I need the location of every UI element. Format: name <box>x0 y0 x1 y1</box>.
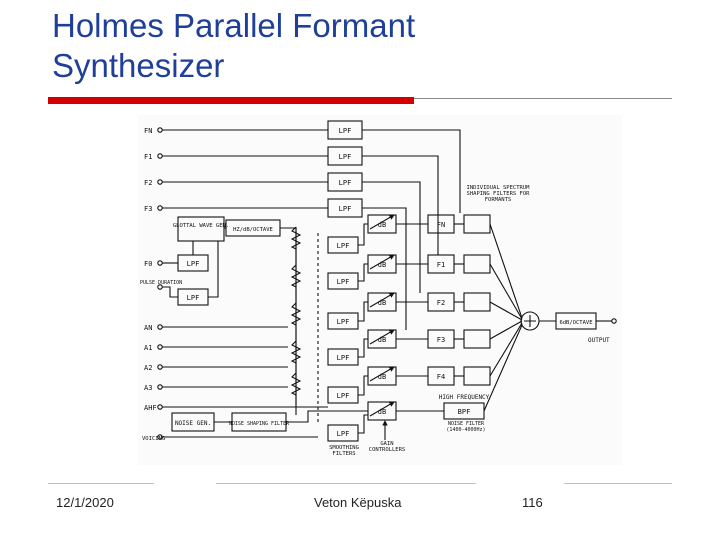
label-input-a2: A2 <box>144 364 152 372</box>
shaping-filter-f3 <box>463 329 491 349</box>
label-input-a1: A1 <box>144 344 152 352</box>
lpf-label: LPF <box>339 127 352 135</box>
shaping-filter-f1 <box>463 254 491 274</box>
input-terminal-f3 <box>157 205 163 211</box>
glottal-label: GLOTTAL WAVE GEN. <box>173 223 229 229</box>
label-input-pulse: PULSE DURATION <box>140 280 182 286</box>
db-label: dB <box>378 408 386 416</box>
title-underline-rule <box>414 98 672 99</box>
block-diagram-svg: FN F1 F2 F3 F0 PULSE DURATION AN A1 A2 A… <box>140 120 617 457</box>
lpf-label: LPF <box>337 318 350 326</box>
title-line-1: Holmes Parallel Formant <box>52 7 416 44</box>
db-label: dB <box>378 299 386 307</box>
smoothing-label-wrap: SMOOTHING FILTERS <box>329 445 359 457</box>
label-input-voicing: VOICING <box>142 436 165 442</box>
input-terminal-f1 <box>157 153 163 159</box>
input-terminal-a2 <box>157 364 163 370</box>
lpf-label: LPF <box>339 153 352 161</box>
lpf-label: LPF <box>337 242 350 250</box>
output-label: OUTPUT <box>588 337 610 344</box>
high-frequency-label: HIGH FREQUENCY <box>439 394 490 401</box>
input-terminal-fn <box>157 127 163 133</box>
lpf-label: LPF <box>339 179 352 187</box>
shaping-filter-fn <box>463 214 491 234</box>
output-terminal <box>611 318 617 324</box>
lpf-label: LPF <box>339 205 352 213</box>
shaping-filter-f2 <box>463 292 491 312</box>
individual-filters-label-wrap: INDIVIDUAL SPECTRUM SHAPING FILTERS FOR … <box>466 185 530 203</box>
formant-label-f3: F3 <box>437 336 445 344</box>
label-input-f1: F1 <box>144 153 152 161</box>
noise-filter-range-label: NOISE FILTER (1400-4000Hz) <box>446 421 486 433</box>
input-terminal-f2 <box>157 179 163 185</box>
formant-synthesizer-diagram: FN F1 F2 F3 F0 PULSE DURATION AN A1 A2 A… <box>138 115 622 465</box>
footer-rule-left <box>48 483 154 484</box>
lpf-label: LPF <box>337 430 350 438</box>
label-input-f0: F0 <box>144 260 152 268</box>
lpf-label: LPF <box>187 260 200 268</box>
noise-filter-label: NOISE SHAPING FILTER <box>229 421 290 427</box>
input-terminal-an <box>157 324 163 330</box>
label-input-ahf: AHF <box>144 404 157 412</box>
gain-label: GAIN CONTROLLERS <box>368 441 406 453</box>
input-terminal-ahf <box>157 404 163 410</box>
hz-octave-label: HZ/dB/OCTAVE <box>233 227 273 233</box>
lpf-label: LPF <box>337 392 350 400</box>
input-terminal-a3 <box>157 384 163 390</box>
label-input-f2: F2 <box>144 179 152 187</box>
slide-title: Holmes Parallel Formant Synthesizer <box>52 6 672 86</box>
glottal-wave-gen-box <box>177 216 225 242</box>
individual-filters-label: INDIVIDUAL SPECTRUM SHAPING FILTERS FOR … <box>466 185 530 203</box>
label-input-a3: A3 <box>144 384 152 392</box>
label-input-fn: FN <box>144 127 152 135</box>
shaping-filter-f4 <box>463 366 491 386</box>
footer-date: 12/1/2020 <box>56 495 114 510</box>
db-label: dB <box>378 373 386 381</box>
formant-label-f1: F1 <box>437 261 445 269</box>
title-underline-accent <box>48 97 414 104</box>
lpf-label: LPF <box>337 278 350 286</box>
lpf-label: LPF <box>187 294 200 302</box>
smoothing-label: SMOOTHING FILTERS <box>329 445 359 457</box>
input-terminal-f0 <box>157 260 163 266</box>
db-label: dB <box>378 261 386 269</box>
db-label: dB <box>378 336 386 344</box>
formant-label-f2: F2 <box>437 299 445 307</box>
bpf-label: BPF <box>458 408 471 416</box>
lpf-label: LPF <box>337 354 350 362</box>
formant-label-f4: F4 <box>437 373 445 381</box>
title-line-2: Synthesizer <box>52 47 225 84</box>
footer-author: Veton Këpuska <box>314 495 402 510</box>
db-label: dB <box>378 221 386 229</box>
output-block-label: 6dB/OCTAVE <box>559 320 592 326</box>
input-terminal-a1 <box>157 344 163 350</box>
noise-gen-label: NOISE GEN. <box>175 420 211 427</box>
noise-filter-range-wrap: NOISE FILTER (1400-4000Hz) <box>446 421 486 433</box>
label-input-an: AN <box>144 324 152 332</box>
formant-label-fn: FN <box>437 221 445 229</box>
footer-rule-right <box>564 483 672 484</box>
footer-rule-center <box>216 483 476 484</box>
label-input-f3: F3 <box>144 205 152 213</box>
footer-page-number: 116 <box>522 495 543 510</box>
gain-label-wrap: GAIN CONTROLLERS <box>368 441 406 453</box>
